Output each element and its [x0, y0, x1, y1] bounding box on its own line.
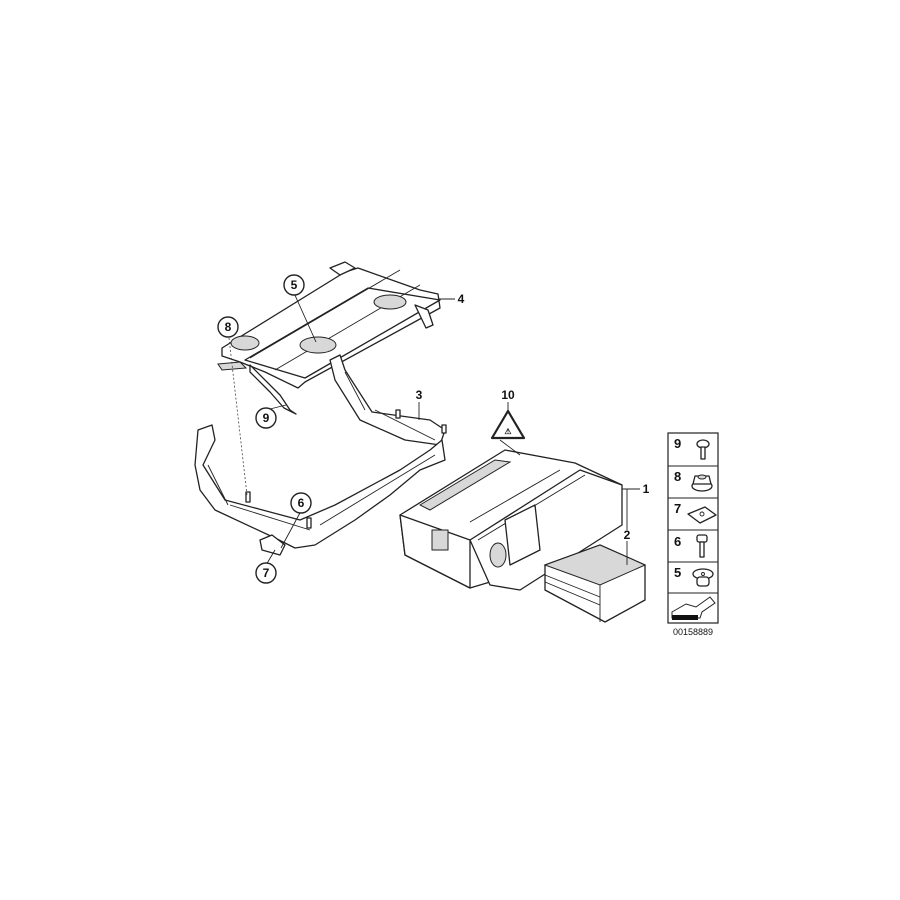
- legend-item-9[interactable]: 9: [674, 436, 710, 460]
- legend-number: 8: [674, 469, 681, 484]
- callout-2[interactable]: 2: [624, 528, 631, 542]
- callout-6-label: 6: [298, 496, 305, 510]
- side-bracket: [329, 354, 447, 446]
- leader-lines: [265, 292, 640, 566]
- hex-bolt-icon: [696, 534, 708, 558]
- legend-item-7[interactable]: 7: [674, 501, 717, 524]
- callout-6[interactable]: 6: [290, 492, 312, 514]
- hex-collar-nut-icon: [691, 474, 713, 492]
- legend-number: 7: [674, 501, 681, 516]
- cd-changer: [399, 449, 623, 591]
- legend-item-5[interactable]: 5: [674, 565, 714, 587]
- callout-1[interactable]: 1: [643, 482, 650, 496]
- warning-label-triangle: ⚠: [490, 409, 526, 440]
- image-number: 00158889: [673, 627, 713, 637]
- callout-7[interactable]: 7: [255, 562, 277, 584]
- callout-3[interactable]: 3: [416, 388, 423, 402]
- svg-text:⚠: ⚠: [504, 427, 511, 436]
- callout-4[interactable]: 4: [458, 292, 465, 306]
- legend-number: 6: [674, 534, 681, 549]
- legend-item-6[interactable]: 6: [674, 534, 708, 558]
- lower-frame: [194, 424, 446, 556]
- cd-magazine: [543, 544, 647, 623]
- upper-bracket: [217, 261, 441, 415]
- callout-5[interactable]: 5: [283, 274, 305, 296]
- spring-nut-icon: [687, 506, 717, 524]
- screw-icon: [696, 439, 710, 460]
- callout-8[interactable]: 8: [217, 316, 239, 338]
- arrow-pointer-icon: [671, 596, 716, 620]
- callout-9[interactable]: 9: [255, 407, 277, 429]
- legend-item-8[interactable]: 8: [674, 469, 713, 492]
- callout-9-label: 9: [263, 411, 270, 425]
- callout-8-label: 8: [225, 320, 232, 334]
- callout-10[interactable]: 10: [501, 388, 515, 402]
- fastener-legend: 9 8 7 6 5: [667, 432, 719, 624]
- callout-7-label: 7: [263, 566, 270, 580]
- legend-number: 5: [674, 565, 681, 580]
- grommet-nut-icon: [692, 568, 714, 587]
- callout-5-label: 5: [291, 278, 298, 292]
- legend-number: 9: [674, 436, 681, 451]
